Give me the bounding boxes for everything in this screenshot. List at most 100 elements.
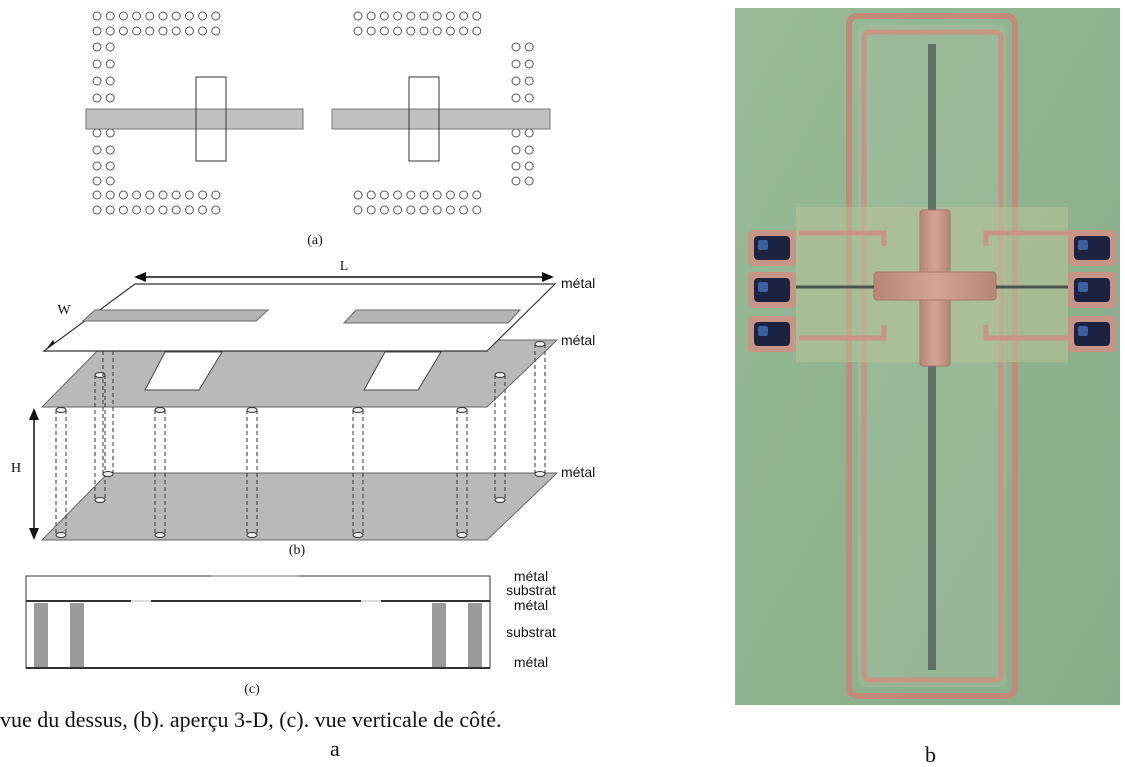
via-ring (445, 26, 455, 36)
via-ring (92, 93, 102, 103)
via-ring (105, 161, 115, 171)
side-via (70, 603, 84, 667)
via-ring (379, 205, 389, 215)
via-top (55, 407, 67, 413)
via-array-left (92, 11, 221, 215)
via-ring (184, 205, 194, 215)
via-ring (198, 205, 208, 215)
via-ring (105, 11, 115, 21)
via-ring (393, 190, 403, 200)
via-ring (511, 176, 521, 186)
metal-label: métal (514, 654, 548, 670)
via-ring (171, 11, 181, 21)
probe-pad-highlight (1078, 240, 1088, 250)
via-ring (145, 11, 155, 21)
via-ring (432, 205, 442, 215)
via-ring (419, 190, 429, 200)
arrow-head (542, 272, 554, 282)
via-ring (353, 11, 363, 21)
via-ring (105, 205, 115, 215)
filter-micrograph (735, 8, 1120, 705)
via-ring (198, 11, 208, 21)
via-ring (105, 42, 115, 52)
via-ring (118, 190, 128, 200)
via-ring (105, 128, 115, 138)
via-ring (379, 11, 389, 21)
via-ring (92, 11, 102, 21)
via-top (352, 407, 364, 413)
probe-pad-highlight (758, 282, 768, 292)
probe-pad-highlight (758, 326, 768, 336)
lower-substrate-layer (25, 600, 491, 669)
via-ring (92, 145, 102, 155)
via-ring (524, 128, 534, 138)
via-ring (524, 59, 534, 69)
via-ring (524, 176, 534, 186)
via-ring (524, 93, 534, 103)
via-ring (132, 11, 142, 21)
via-ring (105, 145, 115, 155)
sub-c-label: (c) (244, 682, 260, 697)
via-ring (132, 205, 142, 215)
via-bottom (154, 532, 166, 538)
side-via (468, 603, 482, 667)
via-bottom (102, 471, 114, 477)
via-ring (145, 190, 155, 200)
metal-label: métal (514, 568, 548, 584)
figure-caption: vue du dessus, (b). aperçu 3-D, (c). vue… (0, 707, 502, 732)
via-ring (511, 76, 521, 86)
via-ring (419, 26, 429, 36)
via-ring (105, 59, 115, 69)
via-ring (118, 26, 128, 36)
via-ring (445, 11, 455, 21)
via-ring (92, 190, 102, 200)
probe-pad-highlight (1078, 282, 1088, 292)
via-ring (92, 161, 102, 171)
cross-horizontal-arm (873, 271, 997, 301)
via-ring (211, 190, 221, 200)
via-ring (211, 26, 221, 36)
ground-trace (983, 230, 1070, 246)
via-ring (366, 26, 376, 36)
via-ring (379, 26, 389, 36)
via-ring (445, 205, 455, 215)
via-ring (511, 93, 521, 103)
via-ring (158, 26, 168, 36)
via-ring (393, 205, 403, 215)
upper-substrate-layer (25, 575, 491, 602)
via-top (494, 372, 506, 378)
via-ring (524, 42, 534, 52)
aperture-right (363, 351, 442, 391)
via-bottom (94, 497, 106, 503)
via-ring (432, 11, 442, 21)
via-ring (184, 11, 194, 21)
via-top (154, 407, 166, 413)
probe-pad-highlight (1078, 326, 1088, 336)
via-ring (158, 11, 168, 21)
ground-trace (799, 325, 887, 341)
probe-pads (748, 230, 1116, 352)
via-ring (511, 161, 521, 171)
via-ring (366, 205, 376, 215)
via-ring (132, 190, 142, 200)
via-ring (132, 26, 142, 36)
strip-line-right (342, 309, 522, 324)
via-top (534, 341, 546, 347)
via-ring (511, 128, 521, 138)
via-ring (419, 205, 429, 215)
probe-pad-highlight (758, 240, 768, 250)
via-ring (105, 176, 115, 186)
side-via (34, 603, 48, 667)
via-ring (105, 93, 115, 103)
slot-left (195, 76, 227, 162)
via-ring (105, 26, 115, 36)
substrat-label: substrat (506, 624, 556, 640)
via-bottom (55, 532, 67, 538)
via-ring (353, 190, 363, 200)
via-ring (145, 205, 155, 215)
sub-b-label: (b) (289, 543, 306, 558)
via-ring (406, 205, 416, 215)
feed-line-right (331, 108, 551, 130)
